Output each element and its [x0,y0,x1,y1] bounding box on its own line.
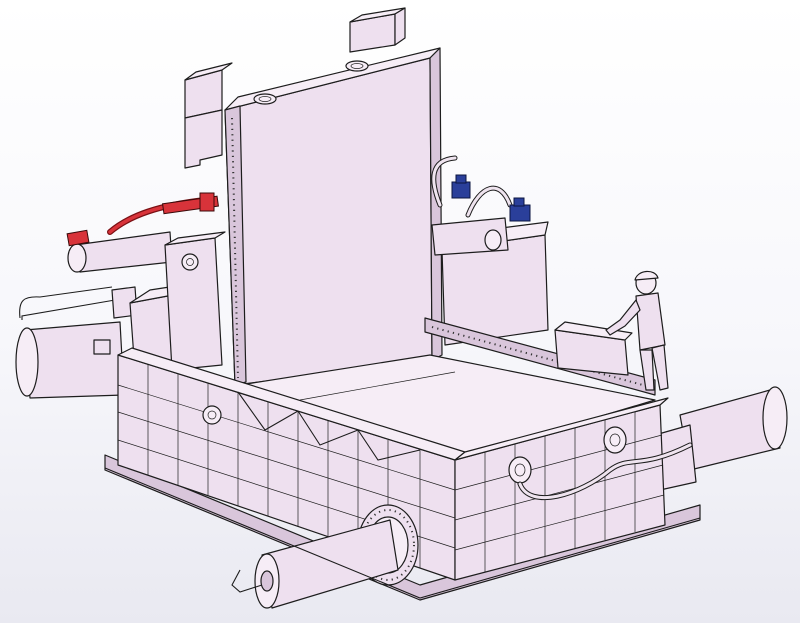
rod-end [484,229,502,251]
left-side-cylinder [15,286,138,399]
door-bolt-2 [345,60,369,72]
door-rail [224,105,247,386]
rear-left-upper-cylinder [66,229,173,273]
red-clamp-left [66,229,90,247]
door-side [429,47,443,361]
base-frame [104,454,701,601]
front-port-2 [603,426,627,454]
gate-frame [184,7,406,169]
valve-1 [451,181,471,199]
valve-2 [509,204,531,222]
door-bolt-1 [253,93,277,105]
front-port-1 [508,456,532,484]
operator-figure-icon [605,270,669,391]
red-elbow [199,192,215,212]
left-cylinder-clamp [93,339,111,355]
front-main-cylinder [231,519,399,609]
left-wall-port [202,405,222,425]
compression-door [224,57,433,386]
right-side-cylinder [654,386,788,491]
